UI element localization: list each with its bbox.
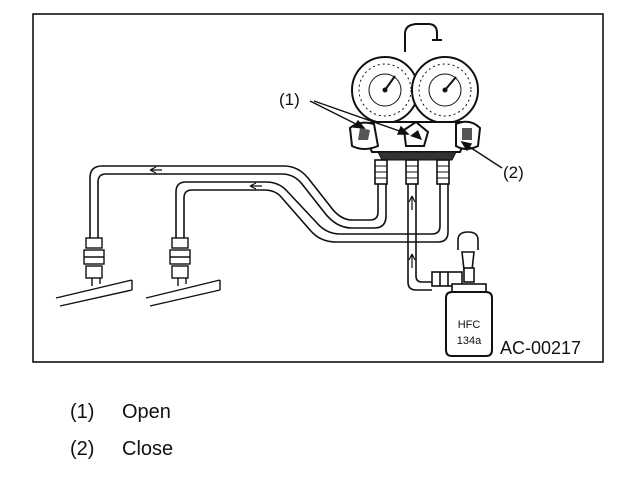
legend-item-open: (1) Open (70, 400, 171, 424)
low-side-coupler (83, 237, 105, 279)
gauge-hook (404, 23, 442, 52)
refrigerant-can: HFC 134a (445, 283, 493, 357)
arrow-left-lower-icon (249, 182, 262, 190)
callout-2-label: (2) (503, 163, 524, 182)
arrow-left-upper-icon (149, 166, 162, 174)
legend-text: Close (122, 438, 174, 460)
high-side-coupler (169, 237, 191, 279)
can-tap-valve (431, 231, 479, 287)
low-side-valve-knob (348, 121, 380, 150)
can-label-line-2: 134a (457, 335, 482, 347)
legend-number: (1) (70, 401, 95, 423)
flow-arrows (149, 166, 416, 268)
arrow-up-charge-icon (408, 253, 416, 268)
callout-1-label: (1) (279, 90, 300, 109)
callout-1-leaders (309, 100, 410, 135)
low-pressure-gauge (351, 56, 419, 124)
figure-reference-code: AC-00217 (500, 338, 581, 358)
manifold-fittings (374, 159, 450, 185)
figure-frame (32, 13, 604, 363)
arrow-up-center-icon (408, 195, 416, 210)
hoses (89, 165, 449, 291)
high-pressure-gauge (411, 56, 479, 124)
legend-text: Open (122, 401, 171, 423)
legend-number: (2) (70, 438, 95, 460)
service-pipes (55, 278, 221, 307)
can-label-line-1: HFC (458, 319, 481, 331)
callout-2-leader (460, 140, 503, 169)
legend-item-close: (2) Close (70, 437, 173, 461)
manifold-block (362, 120, 470, 161)
manifold-gauge-diagram: HFC 134a (1) (2) AC-00217 (32, 13, 604, 363)
